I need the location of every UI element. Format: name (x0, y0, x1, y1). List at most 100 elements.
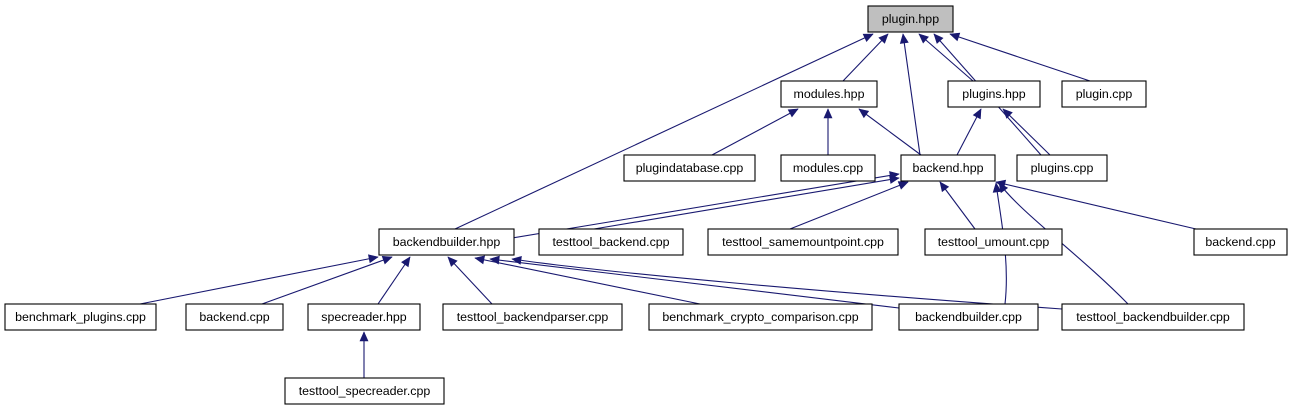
graph-node-backendbuilder-hpp[interactable]: backendbuilder.hpp (378, 228, 515, 256)
dependency-arrowhead (878, 33, 889, 44)
graph-node-plugin-hpp[interactable]: plugin.hpp (867, 5, 954, 33)
dependency-arrowhead (897, 181, 909, 190)
node-label: benchmark_crypto_comparison.cpp (662, 310, 858, 324)
graph-node-backendbuilder-cpp[interactable]: backendbuilder.cpp (898, 303, 1039, 331)
node-label: testtool_backendbuilder.cpp (1076, 310, 1230, 324)
dependency-edge (949, 33, 1091, 82)
node-label: backend.cpp (199, 310, 269, 324)
dependency-edge (842, 33, 889, 82)
graph-node-benchmark-plugins-cpp[interactable]: benchmark_plugins.cpp (4, 303, 157, 331)
dependency-edge (489, 258, 900, 309)
graph-node-testtool-backendbuilder-cpp[interactable]: testtool_backendbuilder.cpp (1061, 303, 1245, 331)
node-box[interactable] (185, 303, 284, 331)
graph-node-modules-cpp[interactable]: modules.cpp (780, 154, 876, 182)
dependency-edge (902, 33, 921, 156)
node-box[interactable] (707, 228, 899, 256)
node-box[interactable] (898, 303, 1039, 331)
dependency-edge (1002, 108, 1051, 156)
dependency-edge (139, 256, 379, 305)
node-label: backendbuilder.cpp (915, 310, 1022, 324)
node-label: backend.hpp (913, 161, 984, 175)
dependency-edge (593, 177, 900, 230)
graph-node-testtool-backend-cpp[interactable]: testtool_backend.cpp (538, 228, 684, 256)
node-box[interactable] (947, 80, 1041, 108)
dependency-edge (858, 108, 922, 156)
dependency-arrowhead (933, 33, 944, 44)
dependency-arrowhead (489, 255, 500, 265)
dependency-edge (447, 256, 493, 305)
node-box[interactable] (1016, 154, 1108, 182)
dependency-arrowhead (1002, 108, 1013, 119)
graph-node-testtool-umount-cpp[interactable]: testtool_umount.cpp (924, 228, 1063, 256)
graph-node-backend-hpp[interactable]: backend.hpp (900, 154, 996, 182)
dependency-arrowhead (949, 32, 961, 42)
graph-node-backend-cpp-left[interactable]: backend.cpp (185, 303, 284, 331)
node-label: backend.cpp (1205, 235, 1275, 249)
dependency-edge (918, 33, 974, 82)
graph-node-plugins-cpp[interactable]: plugins.cpp (1016, 154, 1108, 182)
dependency-arrowhead (998, 182, 1009, 194)
dependency-arrowhead (447, 256, 458, 267)
node-box[interactable] (307, 303, 421, 331)
node-box[interactable] (442, 303, 623, 331)
node-label: testtool_backend.cpp (552, 235, 669, 249)
dependency-edge (377, 256, 411, 305)
node-box[interactable] (1193, 228, 1288, 256)
node-layer: plugin.hpp modules.hpp plugins.hpp plugin.c… (4, 5, 1288, 405)
graph-node-specreader-hpp[interactable]: specreader.hpp (307, 303, 421, 331)
dependency-arrowhead (401, 256, 411, 268)
graph-node-testtool-samemountpoint-cpp[interactable]: testtool_samemountpoint.cpp (707, 228, 899, 256)
graph-node-benchmark-crypto-comparison-cpp[interactable]: benchmark_crypto_comparison.cpp (648, 303, 873, 331)
graph-node-plugins-hpp[interactable]: plugins.hpp (947, 80, 1041, 108)
node-box[interactable] (780, 80, 878, 108)
graph-node-testtool-backendparser-cpp[interactable]: testtool_backendparser.cpp (442, 303, 623, 331)
dependency-arrowhead (368, 254, 379, 264)
node-label: benchmark_plugins.cpp (15, 310, 146, 324)
dependency-arrowhead (474, 255, 486, 265)
node-label: plugin.hpp (882, 12, 939, 26)
dependency-arrowhead (918, 33, 929, 44)
dependency-arrowhead (992, 182, 1002, 193)
node-box[interactable] (1061, 303, 1245, 331)
node-box[interactable] (538, 228, 684, 256)
dependency-edge (511, 258, 1063, 310)
node-box[interactable] (867, 5, 954, 33)
dependency-arrowhead (823, 108, 833, 119)
node-label: specreader.hpp (321, 310, 407, 324)
node-label: testtool_backendparser.cpp (457, 310, 609, 324)
node-label: modules.cpp (793, 161, 863, 175)
node-box[interactable] (623, 154, 756, 182)
node-label: plugins.hpp (962, 87, 1025, 101)
dependency-edge (789, 181, 909, 230)
node-box[interactable] (924, 228, 1063, 256)
graph-node-testtool-specreader-cpp[interactable]: testtool_specreader.cpp (284, 377, 445, 405)
node-box[interactable] (1061, 80, 1147, 108)
node-box[interactable] (378, 228, 515, 256)
dependency-edge (474, 257, 701, 305)
dependency-edge (995, 181, 1197, 230)
dependency-arrowhead (381, 255, 393, 265)
graph-node-plugindatabase-cpp[interactable]: plugindatabase.cpp (623, 154, 756, 182)
edge-layer (139, 32, 1197, 378)
dependency-arrowhead (862, 33, 874, 42)
node-label: backendbuilder.hpp (393, 235, 501, 249)
dependency-arrowhead (939, 181, 950, 193)
node-label: testtool_specreader.cpp (299, 384, 431, 398)
node-box[interactable] (648, 303, 873, 331)
node-box[interactable] (4, 303, 157, 331)
graph-node-modules-hpp[interactable]: modules.hpp (780, 80, 878, 108)
node-label: testtool_samemountpoint.cpp (722, 235, 884, 249)
graph-node-plugin-cpp[interactable]: plugin.cpp (1061, 80, 1147, 108)
graph-node-backend-cpp-right[interactable]: backend.cpp (1193, 228, 1288, 256)
node-label: modules.hpp (794, 87, 865, 101)
dependency-edge (454, 33, 874, 230)
dependency-arrowhead (359, 331, 369, 342)
node-box[interactable] (284, 377, 445, 405)
node-box[interactable] (780, 154, 876, 182)
node-box[interactable] (900, 154, 996, 182)
dependency-arrowhead (858, 108, 870, 119)
dependency-arrowhead (899, 33, 909, 44)
dependency-arrowhead (972, 108, 982, 120)
dependency-arrowhead (787, 108, 799, 118)
